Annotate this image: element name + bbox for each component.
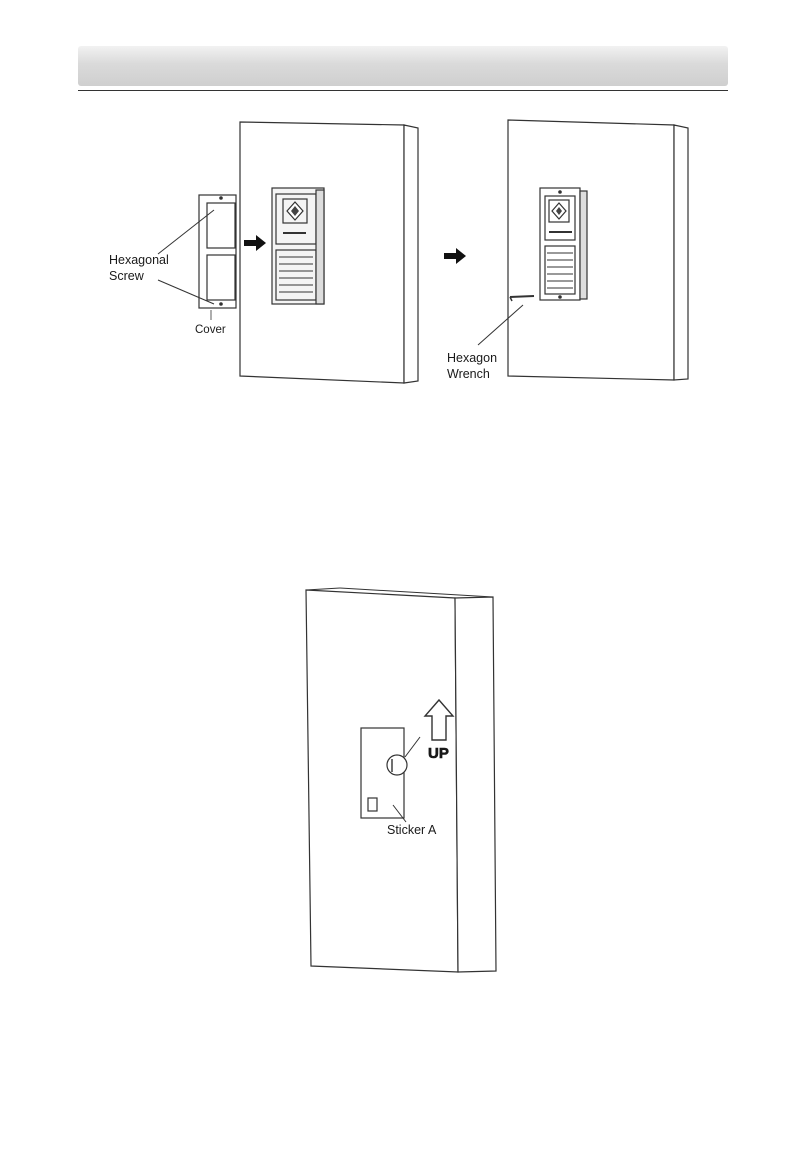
sticker-figure: UP Sticker A (0, 585, 794, 980)
label-cover: Cover (195, 324, 226, 336)
label-up: UP (428, 745, 449, 762)
page-header-band (78, 46, 728, 86)
wall-left (240, 122, 418, 383)
header-rule (78, 90, 728, 91)
cover-install-figure: Hexagonal Screw Cover Hexagon Wrench (0, 110, 794, 400)
arrow-right-icon (444, 248, 466, 264)
label-screw: Screw (109, 269, 145, 283)
label-hexagonal: Hexagonal (109, 253, 169, 267)
label-sticker-a: Sticker A (387, 823, 437, 837)
door-station-left (272, 188, 324, 304)
door-station-right (540, 188, 587, 300)
label-wrench: Wrench (447, 367, 490, 381)
label-hexagon: Hexagon (447, 351, 497, 365)
cover-plate (199, 195, 236, 320)
wall-right (508, 120, 688, 380)
